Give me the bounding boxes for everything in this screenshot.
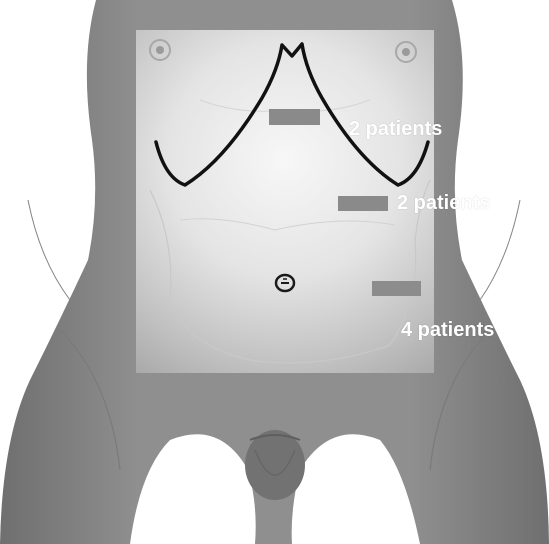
patient-count-label: 2 patients	[349, 119, 442, 139]
marker-bar-2	[338, 196, 388, 211]
patient-count-label: 4 patients	[401, 320, 494, 340]
marker-bar-1	[269, 109, 320, 125]
marker-bar-3	[372, 281, 421, 296]
pubic-region	[245, 430, 305, 500]
patient-count-label: 2 patients	[397, 193, 490, 213]
